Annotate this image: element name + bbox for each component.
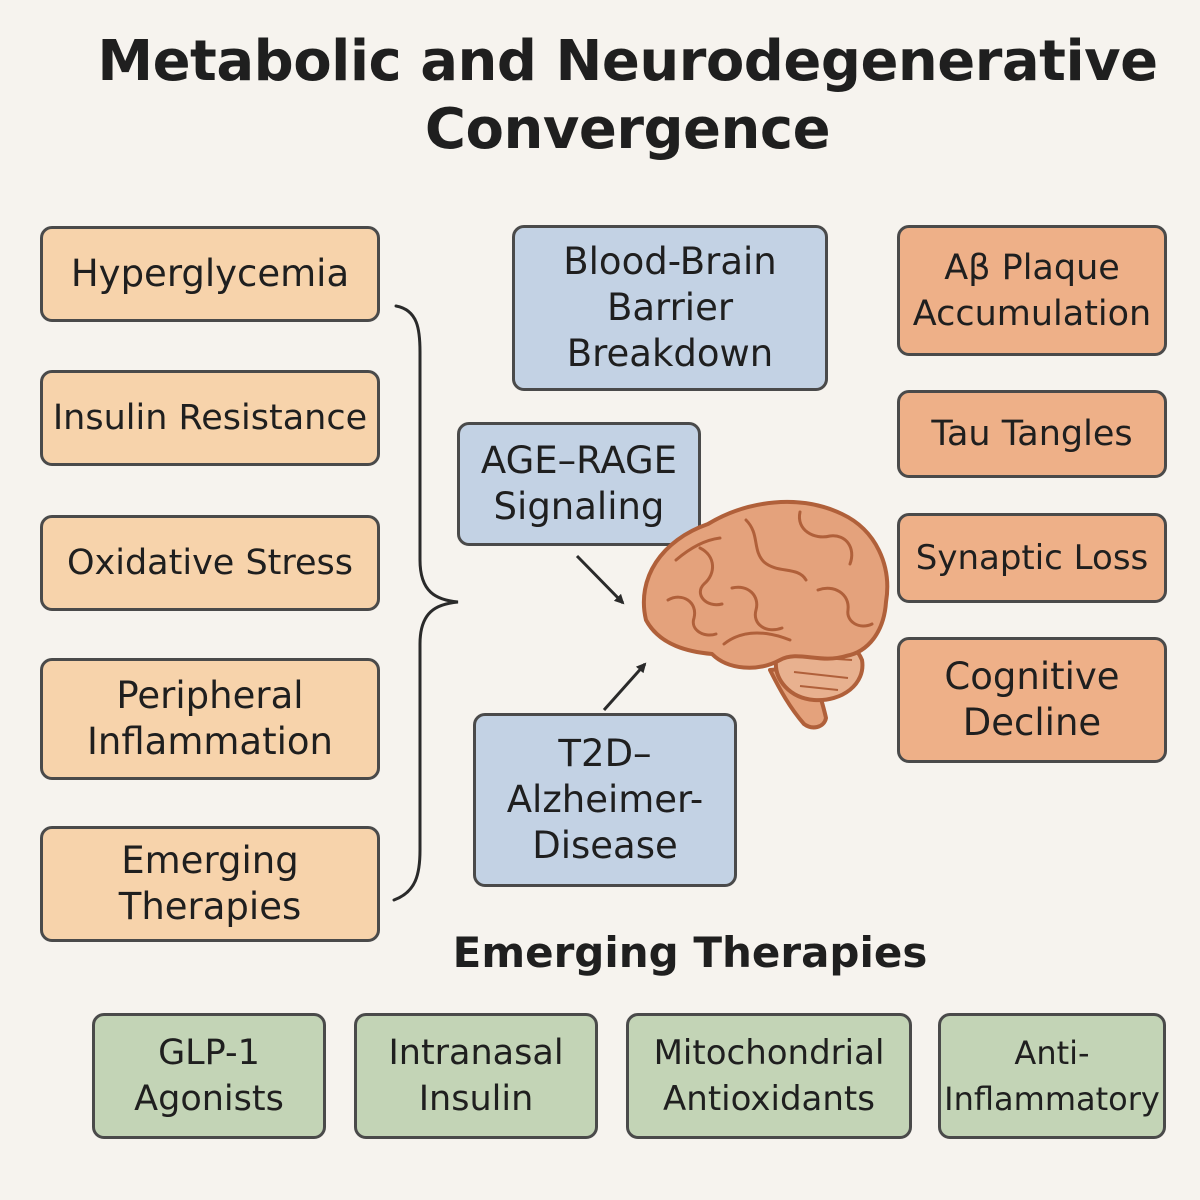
brace-icon xyxy=(392,304,459,902)
factor-oxidative-stress: Oxidative Stress xyxy=(40,515,380,611)
outcome-cognitive-decline: Cognitive Decline xyxy=(897,637,1167,763)
factor-emerging-therapies: Emerging Therapies xyxy=(40,826,380,942)
factor-peripheral-inflammation: Peripheral Inflammation xyxy=(40,658,380,780)
therapy-glp1: GLP-1 Agonists xyxy=(92,1013,326,1139)
factor-insulin-resistance: Insulin Resistance xyxy=(40,370,380,466)
therapy-label: Intranasal Insulin xyxy=(388,1033,564,1119)
factor-hyperglycemia: Hyperglycemia xyxy=(40,226,380,322)
therapy-mitochondrial-antioxidants: Mitochondrial Antioxidants xyxy=(626,1013,912,1139)
mechanism-t2d-ad: T2D– Alzheimer- Disease xyxy=(473,713,737,887)
therapy-intranasal-insulin: Intranasal Insulin xyxy=(354,1013,598,1139)
outcome-label: Aβ Plaque Accumulation xyxy=(912,247,1152,334)
outcome-label: Synaptic Loss xyxy=(915,538,1149,578)
mechanism-label: T2D– Alzheimer- Disease xyxy=(506,732,704,867)
therapy-label: Mitochondrial Antioxidants xyxy=(653,1033,885,1119)
outcome-tau-tangles: Tau Tangles xyxy=(897,390,1167,478)
mechanism-label: AGE–RAGE Signaling xyxy=(480,439,678,528)
factor-label: Insulin Resistance xyxy=(52,398,368,438)
factor-label: Oxidative Stress xyxy=(66,543,354,583)
outcome-abeta-plaque: Aβ Plaque Accumulation xyxy=(897,225,1167,356)
therapy-label: GLP-1 Agonists xyxy=(134,1033,284,1119)
therapy-anti-inflammatory: Anti- Inflammatory xyxy=(938,1013,1166,1139)
factor-label: Hyperglycemia xyxy=(70,252,350,295)
factor-label: Peripheral Inflammation xyxy=(87,674,333,763)
outcome-label: Cognitive Decline xyxy=(944,655,1120,744)
mechanism-bbb-breakdown: Blood-Brain Barrier Breakdown xyxy=(512,225,828,391)
outcome-label: Tau Tangles xyxy=(931,414,1133,454)
mechanism-label: Blood-Brain Barrier Breakdown xyxy=(563,240,777,375)
factor-label: Emerging Therapies xyxy=(118,839,302,928)
outcome-synaptic-loss: Synaptic Loss xyxy=(897,513,1167,603)
therapy-label: Anti- Inflammatory xyxy=(944,1034,1160,1118)
page-title: Metabolic and Neurodegenerative Converge… xyxy=(97,29,1158,162)
therapies-heading: Emerging Therapies xyxy=(452,928,928,977)
arrow-icon xyxy=(575,554,625,605)
arrow-icon xyxy=(602,662,647,711)
mechanism-age-rage: AGE–RAGE Signaling xyxy=(457,422,701,546)
